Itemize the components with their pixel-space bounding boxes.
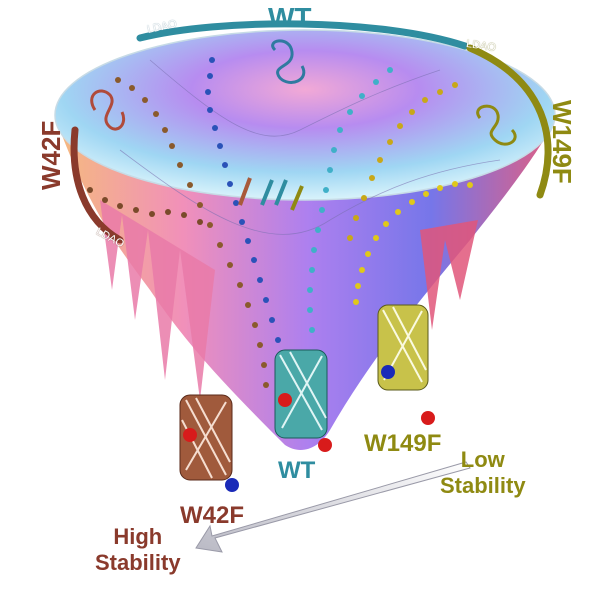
low-stability-label: Low Stability bbox=[440, 447, 526, 500]
w42f-unfolded-icon bbox=[90, 89, 125, 131]
w149f-bottom-label: W149F bbox=[364, 430, 442, 457]
funnel-rim bbox=[55, 30, 555, 200]
funnel-body bbox=[60, 120, 555, 450]
low-stability-line1: Low bbox=[460, 447, 505, 472]
wt-bottom-label: WT bbox=[278, 457, 316, 484]
high-stability-label: High Stability bbox=[95, 524, 181, 577]
trajectory-wt-2 bbox=[307, 67, 393, 333]
trajectory-w149f bbox=[353, 181, 473, 305]
wt-top-label: WT bbox=[268, 2, 312, 33]
wt-unfolded-icon bbox=[271, 39, 306, 84]
funnel-spikes bbox=[100, 200, 215, 400]
w149f-arc bbox=[466, 44, 552, 199]
high-stability-line1: High bbox=[113, 524, 163, 549]
w149f-unfolded-icon bbox=[476, 104, 517, 146]
w149f-barrel-icon bbox=[377, 304, 435, 425]
w42f-barrel-icon bbox=[179, 394, 239, 492]
w42f-arc bbox=[70, 126, 124, 244]
w42f-side-label: W42F bbox=[36, 120, 66, 190]
w42f-bottom-label: W42F bbox=[180, 502, 245, 529]
intermediate-strands-icon bbox=[238, 177, 304, 211]
low-stability-line2: Stability bbox=[440, 473, 526, 499]
trajectory-w42f bbox=[115, 77, 269, 388]
wt-arc bbox=[136, 20, 469, 50]
w149f-side-label: W149F bbox=[547, 100, 577, 184]
stability-arrow bbox=[195, 461, 471, 553]
trajectory-w42f-2 bbox=[87, 187, 203, 225]
wt-barrel-icon bbox=[274, 349, 332, 452]
high-stability-line2: Stability bbox=[95, 550, 181, 576]
trajectory-wt bbox=[205, 57, 281, 343]
trajectory-w149f-2 bbox=[347, 82, 458, 241]
